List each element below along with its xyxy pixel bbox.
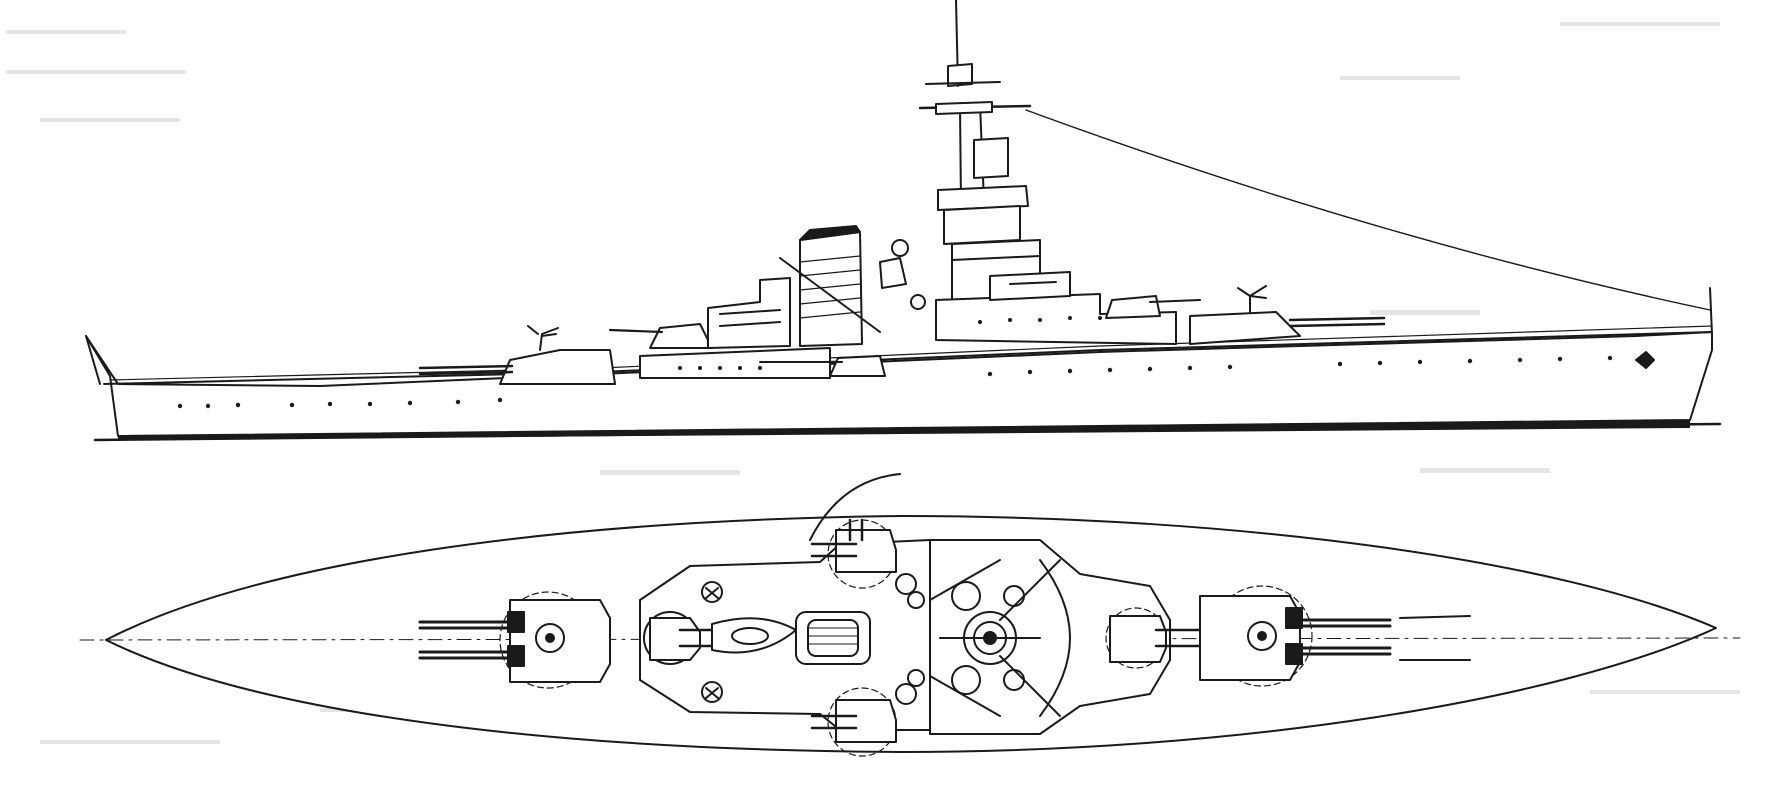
upper-bridge bbox=[989, 271, 1071, 301]
searchlights-plan bbox=[895, 573, 925, 705]
main-mast-plan bbox=[929, 559, 1061, 717]
bridge-windows bbox=[978, 316, 1102, 324]
forward-turret-gun-lower bbox=[1288, 322, 1386, 328]
profile-view bbox=[85, 0, 1722, 442]
aft-aa-gun bbox=[527, 325, 559, 351]
jack-staff bbox=[1709, 287, 1713, 335]
boat-2 bbox=[795, 611, 871, 665]
hull-profile bbox=[85, 331, 1713, 437]
deckhouse-portholes bbox=[678, 366, 762, 370]
port-secondary-plan bbox=[810, 687, 897, 757]
aft-turret-plan bbox=[418, 591, 611, 689]
starboard-secondary-plan bbox=[810, 518, 897, 589]
searchlight-2 bbox=[910, 294, 926, 310]
masthead bbox=[947, 63, 973, 87]
stern-staff bbox=[85, 335, 101, 385]
forestay bbox=[1025, 109, 1711, 311]
fore-superstructure-plan bbox=[929, 539, 1171, 735]
aft-secondary-plan bbox=[643, 611, 722, 665]
aft-turret bbox=[499, 349, 616, 385]
spotting-top bbox=[935, 101, 993, 115]
aft-deckhouse bbox=[639, 347, 831, 379]
bridge-deckhouse bbox=[935, 293, 1177, 345]
forward-turret-gun-upper bbox=[1288, 316, 1386, 322]
searchlight bbox=[891, 239, 909, 257]
forward-secondary-gun bbox=[1149, 299, 1201, 303]
plan-view bbox=[79, 473, 1741, 757]
foremast-platform bbox=[937, 185, 1029, 211]
aft-secondary-gun bbox=[608, 328, 664, 334]
anchor-icon bbox=[1635, 351, 1655, 369]
forward-secondary-turret bbox=[1105, 295, 1161, 319]
midship-secondary-turret bbox=[829, 355, 886, 377]
funnel-bands bbox=[799, 255, 861, 319]
aft-turret-gun-upper bbox=[418, 364, 514, 370]
forward-secondary-plan bbox=[1105, 607, 1202, 669]
davit-1 bbox=[705, 587, 719, 599]
forward-turret bbox=[1189, 311, 1301, 345]
aft-secondary-turret bbox=[649, 323, 713, 349]
boat-crane bbox=[779, 257, 881, 333]
fighting-top bbox=[973, 137, 1009, 179]
davit-2 bbox=[705, 687, 719, 699]
anchor-gear-plan bbox=[1399, 615, 1471, 661]
funnel-cap bbox=[799, 225, 861, 241]
portholes bbox=[177, 355, 1613, 409]
boat-1-inner bbox=[731, 627, 769, 645]
centreline bbox=[79, 637, 1741, 641]
topmast-yard bbox=[925, 81, 1001, 85]
forward-turret-plan bbox=[1199, 585, 1392, 687]
crane-arc bbox=[809, 473, 901, 541]
aft-turret-gun-lower bbox=[418, 370, 514, 376]
bridge-wing-plan bbox=[1039, 559, 1071, 717]
forward-aa-gun bbox=[1237, 285, 1267, 313]
